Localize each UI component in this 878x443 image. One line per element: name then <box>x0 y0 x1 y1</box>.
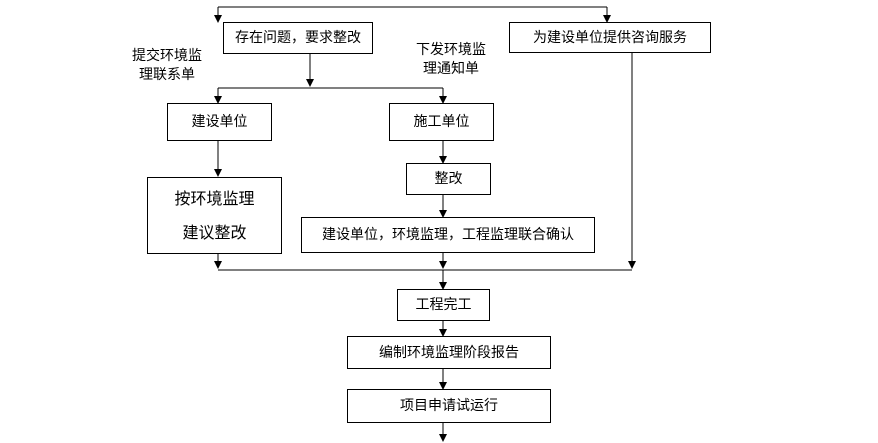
node-trial: 项目申请试运行 <box>347 389 551 423</box>
node-report: 编制环境监理阶段报告 <box>347 336 551 369</box>
note-issue: 下发环境监 理通知单 <box>416 41 486 79</box>
node-complete: 工程完工 <box>397 289 490 321</box>
node-suggest-line1: 按环境监理 <box>174 188 255 208</box>
note-submit-line2: 理联系单 <box>139 67 195 83</box>
note-issue-line1: 下发环境监 <box>416 42 486 58</box>
node-consult: 为建设单位提供咨询服务 <box>509 22 711 53</box>
node-confirm: 建设单位，环境监理，工程监理联合确认 <box>301 217 595 253</box>
node-rectify: 整改 <box>406 163 491 195</box>
node-contractor: 施工单位 <box>389 103 494 141</box>
note-submit-line1: 提交环境监 <box>132 48 202 64</box>
note-submit: 提交环境监 理联系单 <box>132 47 202 85</box>
node-problem: 存在问题，要求整改 <box>223 22 373 54</box>
note-issue-line2: 理通知单 <box>423 61 479 77</box>
node-suggest: 按环境监理 建议整改 <box>147 177 282 254</box>
node-suggest-line2: 建议整改 <box>182 222 247 242</box>
node-owner: 建设单位 <box>167 103 272 141</box>
